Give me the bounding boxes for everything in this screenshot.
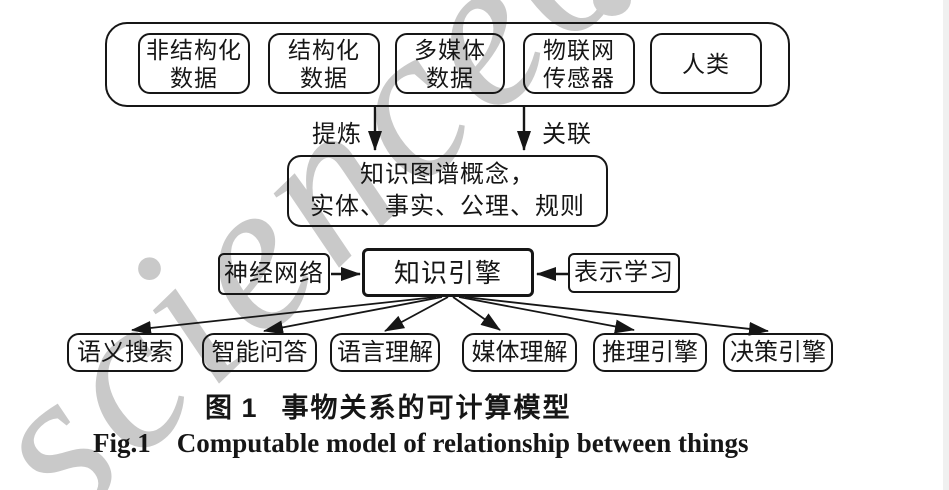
app-box-language-understanding: 语言理解: [330, 333, 440, 372]
page-edge-strip: [943, 0, 949, 490]
app-box-decision-engine: 决策引擎: [723, 333, 833, 372]
representation-learning-box: 表示学习: [568, 253, 680, 293]
source-box-human: 人类: [650, 33, 762, 94]
watermark-blob: [593, 0, 631, 16]
source-box-iot-sensor: 物联网 传感器: [523, 33, 635, 94]
source-box-unstructured-data: 非结构化 数据: [138, 33, 250, 94]
app-box-media-understanding: 媒体理解: [462, 333, 577, 372]
app-box-intelligent-qa: 智能问答: [202, 333, 317, 372]
knowledge-graph-line1: 知识图谱概念，: [360, 161, 535, 188]
label-extract: 提炼: [312, 121, 362, 148]
knowledge-graph-box: 知识图谱概念， 实体、事实、公理、规则: [287, 155, 608, 227]
arrow-to-language-understanding: [384, 296, 449, 332]
source-box-structured-data: 结构化 数据: [268, 33, 380, 94]
source-group-box: [105, 22, 790, 107]
figure-caption-zh: 图 1 事物关系的可计算模型: [205, 386, 572, 425]
arrow-to-semantic-search: [131, 296, 437, 335]
knowledge-engine-box: 知识引擎: [362, 248, 534, 297]
source-box-multimedia-data: 多媒体 数据: [395, 33, 505, 94]
figure-caption-en: Fig.1 Computable model of relationship be…: [93, 428, 749, 459]
label-associate: 关联: [542, 121, 592, 148]
neural-network-box: 神经网络: [218, 253, 330, 295]
arrow-to-media-understanding: [452, 296, 501, 331]
figure-number-en: Fig.1: [93, 428, 151, 458]
app-box-reasoning-engine: 推理引擎: [593, 333, 707, 372]
arrow-to-qa: [263, 296, 443, 335]
figure-title-zh: 事物关系的可计算模型: [281, 393, 572, 423]
figure-title-en: Computable model of relationship between…: [176, 428, 749, 458]
knowledge-graph-line2: 实体、事实、公理、规则: [310, 193, 585, 220]
arrow-to-reasoning-engine: [458, 296, 635, 334]
figure-number-zh: 图 1: [205, 393, 258, 423]
arrow-to-decision-engine: [464, 296, 769, 336]
app-box-semantic-search: 语义搜索: [67, 333, 183, 372]
